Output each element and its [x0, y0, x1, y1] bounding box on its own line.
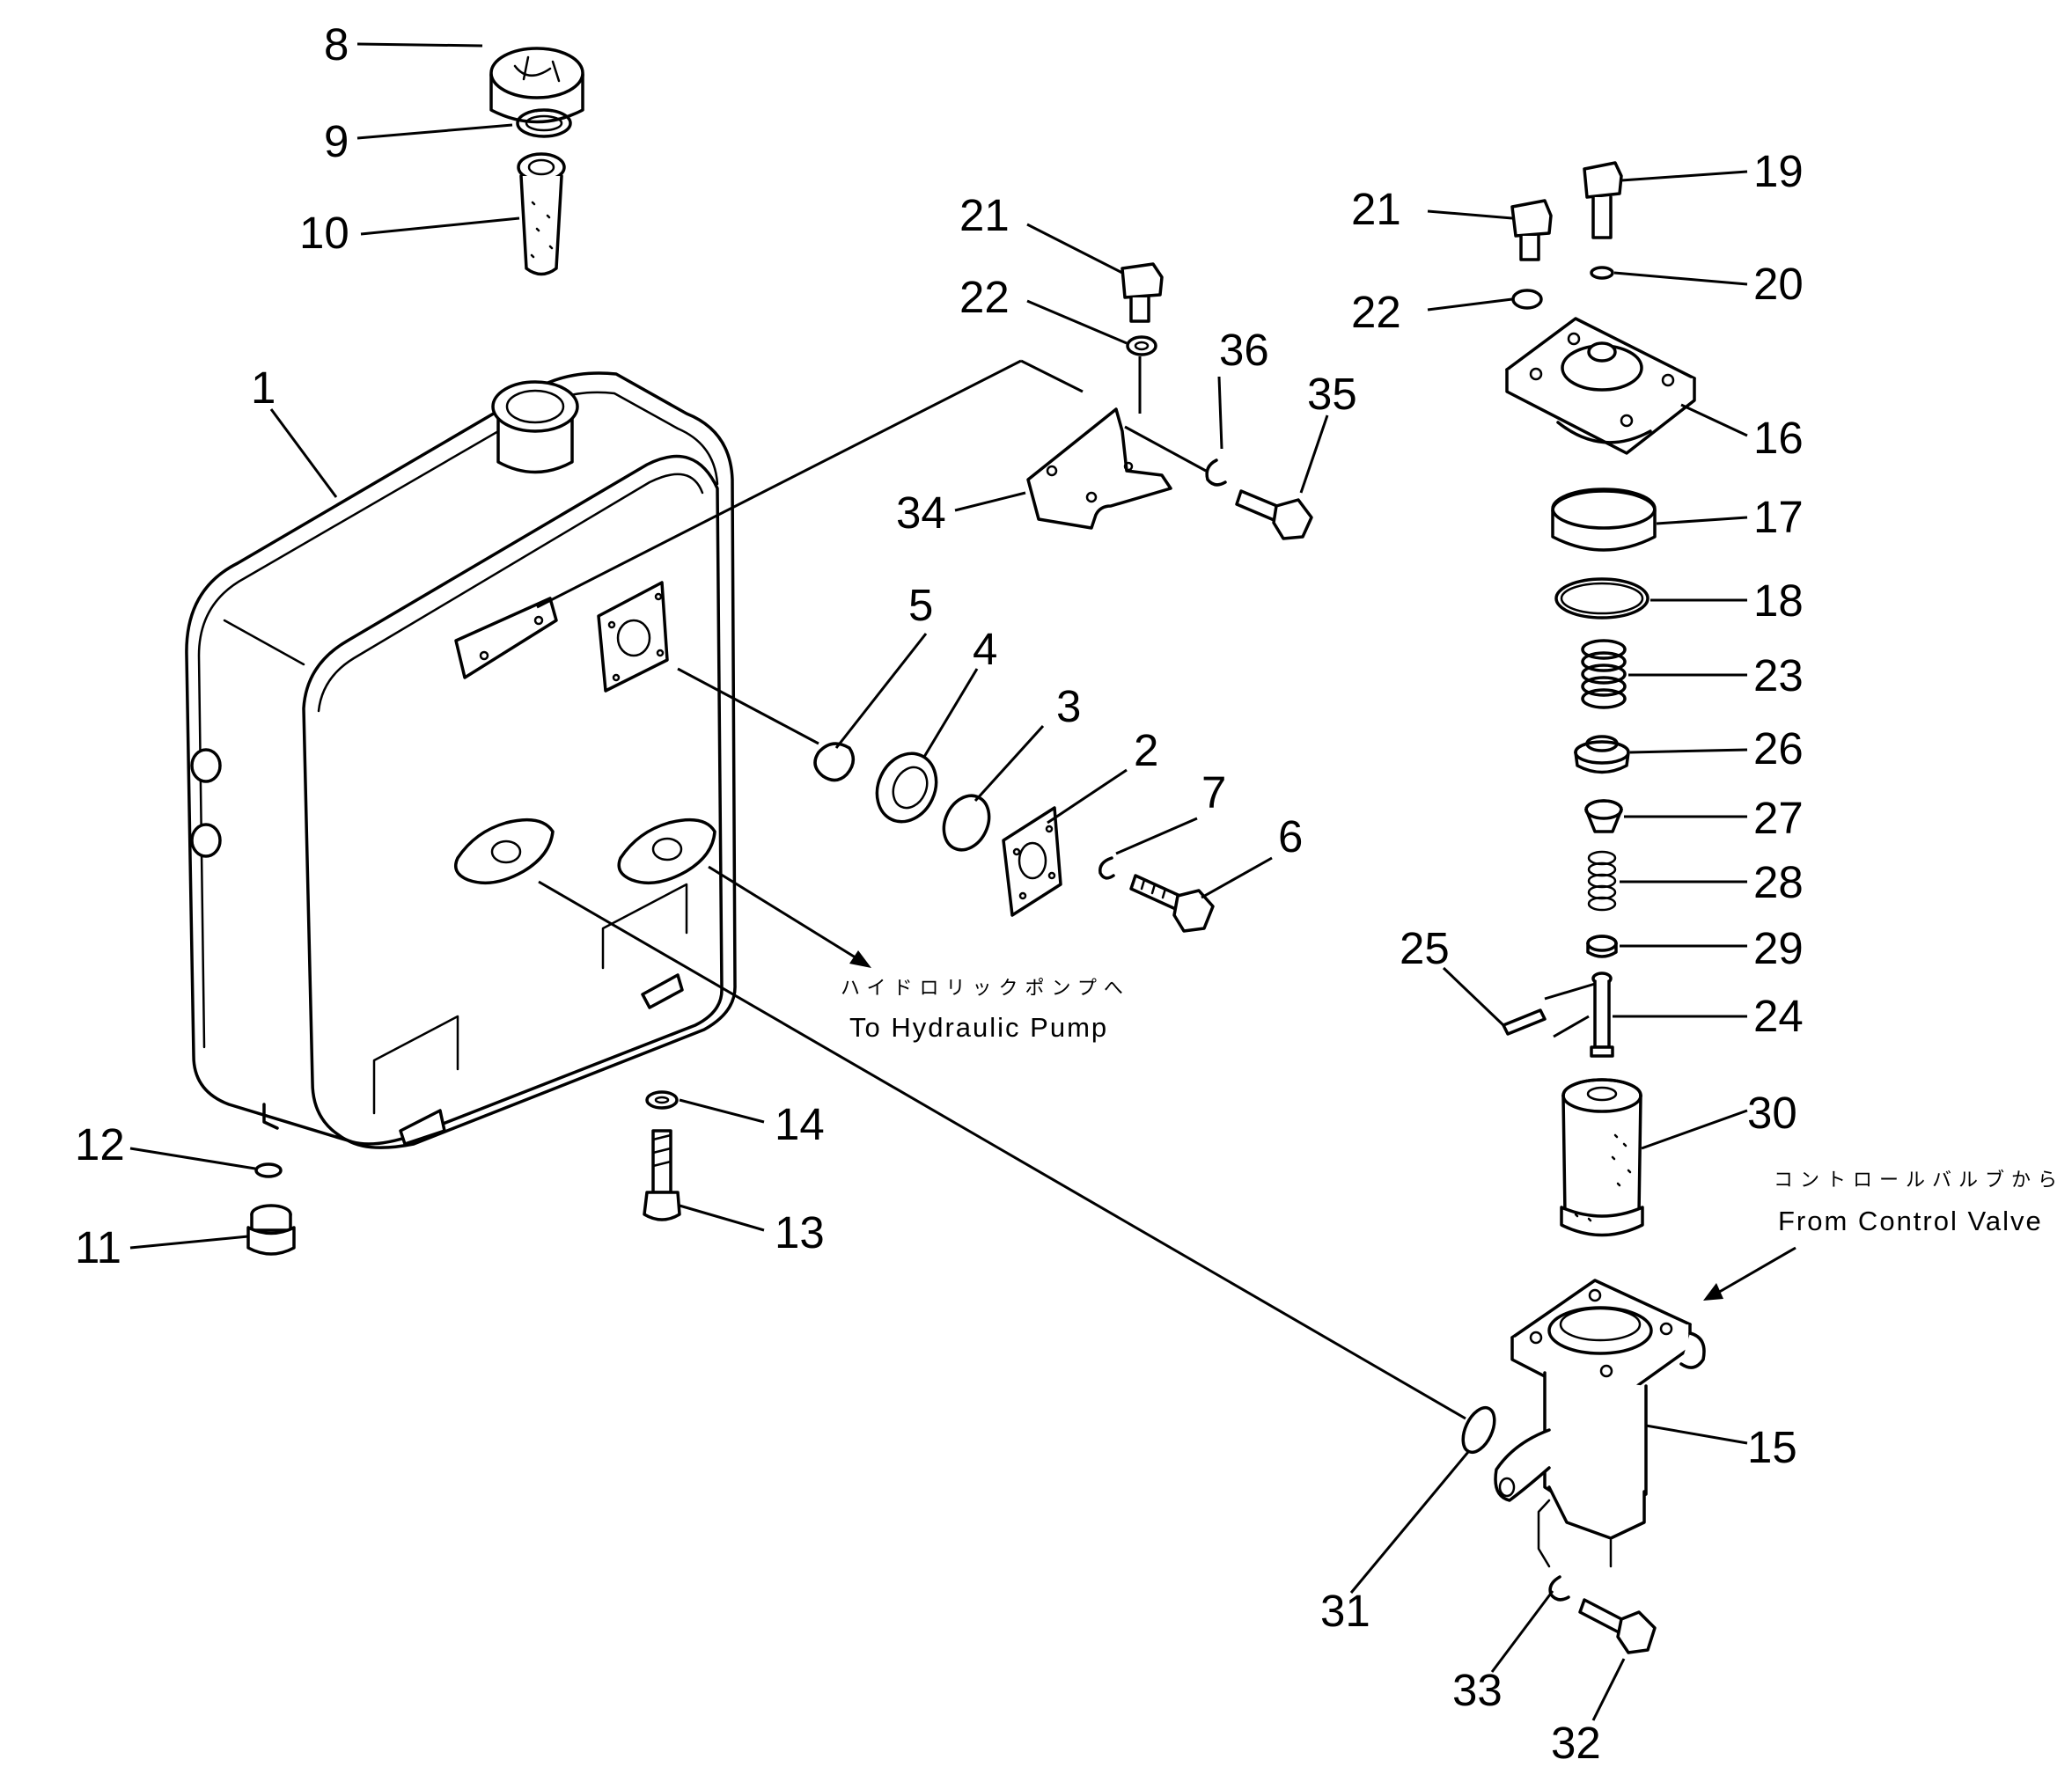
label-21b: 21 [1351, 184, 1401, 234]
label-16: 16 [1753, 413, 1804, 463]
filter-case-15 [1494, 1279, 1706, 1568]
spring-23 [1581, 639, 1627, 709]
from-valve-jp: コントロールバルブから [1774, 1169, 2064, 1191]
washer-22b [1511, 289, 1543, 310]
label-17: 17 [1753, 492, 1804, 542]
label-24: 24 [1753, 991, 1804, 1041]
label-30: 30 [1747, 1088, 1797, 1138]
rod-24 [1590, 971, 1614, 1058]
label-27: 27 [1753, 793, 1804, 843]
annotations: ハイドロリックポンプへ To Hydraulic Pump コントロールバルブか… [841, 978, 2064, 1236]
label-8: 8 [324, 19, 349, 70]
bolt-6 [1129, 874, 1215, 933]
seal-4 [875, 752, 938, 824]
from-valve-en: From Control Valve [1778, 1206, 2043, 1236]
nut-29 [1586, 935, 1618, 958]
label-19: 19 [1753, 146, 1804, 196]
washer-36 [1205, 458, 1227, 487]
seat-27 [1584, 799, 1623, 833]
label-4: 4 [973, 624, 997, 674]
label-25: 25 [1400, 923, 1450, 973]
bolt-19 [1583, 161, 1623, 239]
washer-14 [645, 1090, 679, 1110]
breather-cap [489, 47, 584, 124]
label-33: 33 [1452, 1665, 1503, 1715]
label-32: 32 [1551, 1718, 1601, 1767]
to-pump-en: To Hydraulic Pump [849, 1012, 1108, 1043]
label-9: 9 [324, 116, 349, 166]
bracket-34 [1026, 407, 1172, 530]
label-36: 36 [1219, 325, 1269, 375]
label-35: 35 [1307, 369, 1357, 419]
o-ring-20 [1590, 266, 1614, 280]
hydraulic-tank [185, 371, 737, 1149]
label-11: 11 [75, 1222, 121, 1272]
label-2: 2 [1134, 725, 1158, 775]
label-14: 14 [775, 1099, 825, 1149]
part-labels: 8 9 10 1 21 22 36 35 34 5 4 3 2 7 6 12 1… [75, 19, 1804, 1767]
washer-22a [1126, 335, 1157, 356]
label-31: 31 [1320, 1586, 1370, 1636]
label-18: 18 [1753, 576, 1804, 626]
snap-ring-9 [516, 108, 572, 138]
bolt-13 [643, 1129, 681, 1221]
label-29: 29 [1753, 923, 1804, 973]
plate-3 [942, 794, 991, 852]
bolt-35 [1235, 489, 1313, 540]
label-15: 15 [1747, 1422, 1797, 1472]
o-ring-5 [813, 742, 856, 782]
pin-25 [1502, 1008, 1547, 1036]
bolt-21a [1120, 262, 1164, 323]
label-10: 10 [299, 208, 349, 258]
label-34: 34 [896, 488, 946, 538]
label-22a: 22 [959, 272, 1010, 322]
label-21a: 21 [959, 190, 1010, 240]
leader-lines [129, 42, 1748, 1721]
flange-2 [1002, 806, 1062, 917]
bolt-21b [1510, 199, 1553, 261]
spring-28 [1587, 850, 1617, 912]
drain-plug-11 [246, 1204, 296, 1256]
label-22b: 22 [1351, 287, 1401, 337]
o-ring-12 [254, 1162, 283, 1178]
label-6: 6 [1278, 811, 1303, 862]
connection-lines [536, 356, 1796, 1420]
label-23: 23 [1753, 650, 1804, 700]
washer-7 [1098, 856, 1115, 880]
valve-26 [1574, 735, 1630, 774]
o-ring-31 [1461, 1405, 1496, 1455]
label-13: 13 [775, 1207, 825, 1257]
bolt-32 [1578, 1598, 1657, 1654]
label-1: 1 [251, 363, 276, 413]
strainer-10 [517, 152, 566, 276]
cover-16 [1505, 317, 1696, 455]
ring-17 [1551, 488, 1657, 552]
label-20: 20 [1753, 259, 1804, 309]
to-pump-jp: ハイドロリックポンプへ [841, 978, 1130, 1000]
filter-element-30 [1560, 1078, 1644, 1237]
label-26: 26 [1753, 723, 1804, 774]
o-ring-18 [1554, 577, 1650, 620]
label-5: 5 [908, 580, 933, 630]
label-28: 28 [1753, 857, 1804, 907]
label-7: 7 [1201, 767, 1226, 818]
label-12: 12 [75, 1119, 125, 1169]
washer-33 [1548, 1575, 1570, 1602]
label-3: 3 [1056, 681, 1081, 731]
